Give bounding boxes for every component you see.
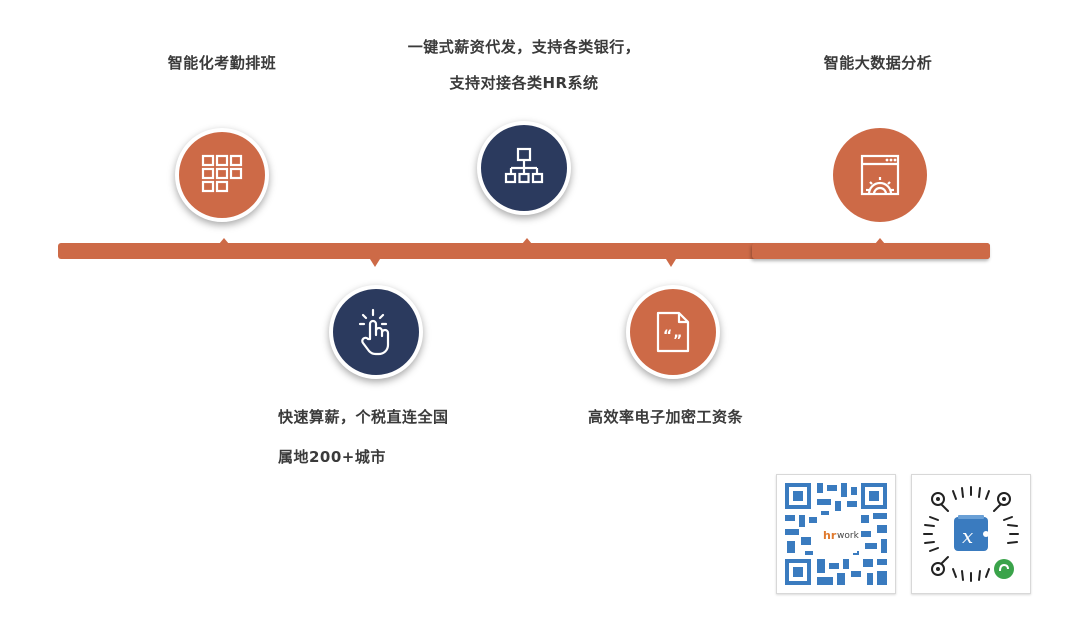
timeline-marker-down <box>666 259 676 267</box>
feature-label-salary-line1: 快速算薪，个税直连全国 <box>278 408 449 426</box>
svg-text:“: “ <box>663 328 672 344</box>
svg-text:”: ” <box>673 333 682 349</box>
feature-label-salary-line2: 属地200+城市 <box>278 448 386 466</box>
calendar-grid-icon <box>201 154 243 193</box>
svg-text:work: work <box>837 531 860 541</box>
timeline-marker-up <box>522 238 532 244</box>
mini-program-code-icon: x <box>923 486 1019 582</box>
qr-code-icon: hr work <box>785 483 887 585</box>
feature-label-payroll-line2: 支持对接各类HR系统 <box>449 74 599 92</box>
browser-gear-icon <box>860 154 900 196</box>
feature-label-analytics: 智能大数据分析 <box>823 54 933 72</box>
quote-document-icon: “ ” <box>656 311 690 353</box>
timeline-bar-segment <box>752 243 990 259</box>
svg-text:x: x <box>962 524 973 548</box>
salary-calc-circle <box>329 285 423 379</box>
mini-program-code: x <box>911 474 1031 594</box>
timeline-marker-up <box>219 238 229 244</box>
feature-label-payslip: 高效率电子加密工资条 <box>588 408 744 426</box>
tap-hand-icon <box>358 308 390 356</box>
timeline-marker-up <box>875 238 885 244</box>
feature-label-payroll-line1: 一键式薪资代发，支持各类银行， <box>407 38 641 56</box>
payslip-circle: “ ” <box>626 285 720 379</box>
org-chart-icon <box>504 147 544 184</box>
attendance-circle <box>175 128 269 222</box>
hrwork-qr-code: hr work <box>776 474 896 594</box>
payroll-circle <box>477 121 571 215</box>
analytics-circle <box>833 128 927 222</box>
feature-label-attendance: 智能化考勤排班 <box>167 54 277 72</box>
svg-text:hr: hr <box>823 529 837 542</box>
timeline-marker-down <box>370 259 380 267</box>
